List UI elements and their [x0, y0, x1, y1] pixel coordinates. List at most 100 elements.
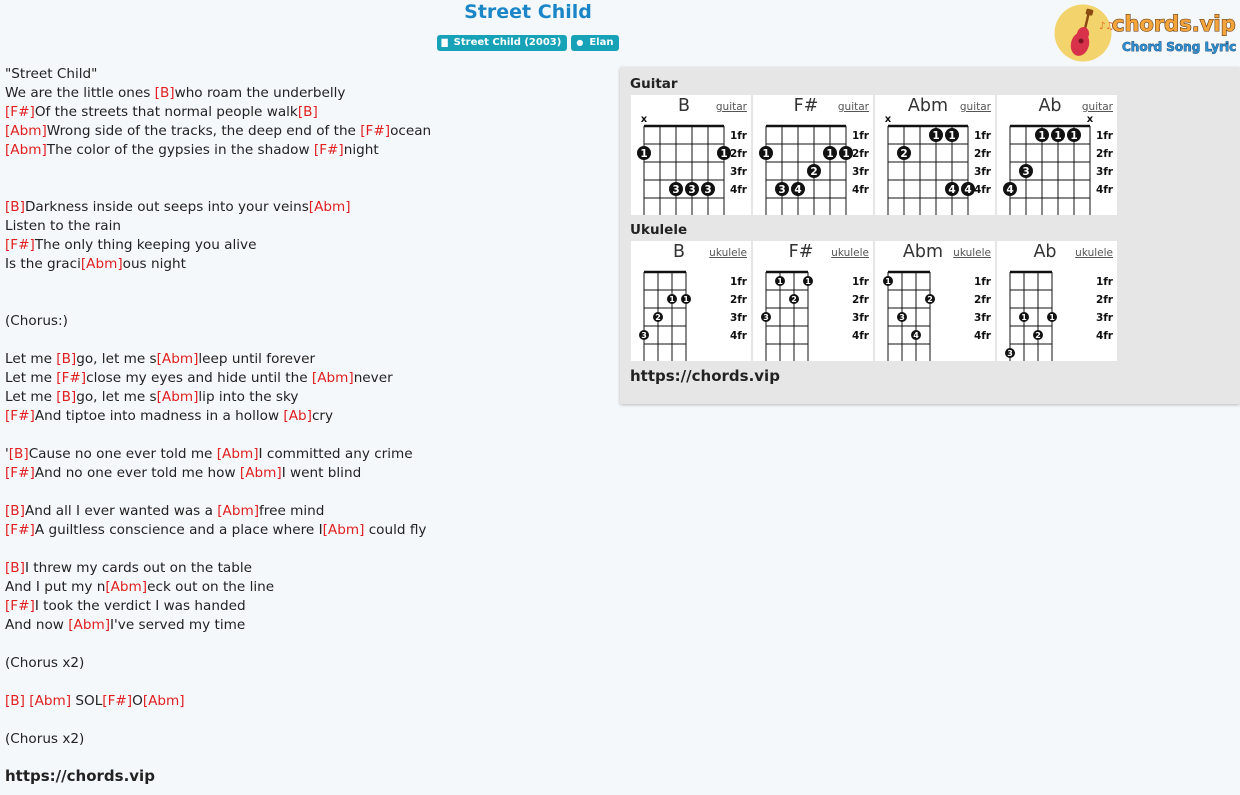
finger-dot: [761, 312, 771, 322]
panel-url[interactable]: https://chords.vip: [630, 367, 780, 385]
footer-url[interactable]: https://chords.vip: [5, 767, 155, 785]
lyric-text: And no one ever told me how: [34, 465, 240, 481]
chord-label[interactable]: [Abm]: [68, 617, 111, 633]
finger-dot: [1033, 330, 1043, 340]
chord-label[interactable]: [Abm]: [239, 465, 282, 481]
fret-label: 4fr: [1096, 184, 1114, 196]
finger-dot: [961, 182, 975, 196]
finger-number: 3: [1007, 349, 1013, 358]
fret-label: 2fr: [852, 148, 870, 160]
lyric-text: go, let me s: [76, 351, 157, 367]
chord-label[interactable]: [F#]: [102, 693, 133, 709]
chord-label[interactable]: [Abm]: [5, 123, 47, 139]
lyric-text: Let me: [5, 351, 57, 367]
finger-number: 1: [640, 148, 647, 160]
instrument-link[interactable]: ukulele: [1075, 247, 1113, 259]
lyric-text: lip into the sky: [198, 389, 299, 405]
chord-label[interactable]: [B]: [8, 446, 29, 462]
instrument-link[interactable]: guitar: [715, 101, 747, 113]
instrument-link[interactable]: ukulele: [831, 247, 869, 259]
chord-label[interactable]: [Abm]: [311, 370, 354, 386]
chord-label[interactable]: [F#]: [5, 598, 35, 614]
lyric-text: (Chorus:): [5, 313, 68, 329]
chord-label[interactable]: [Abm]: [29, 693, 72, 709]
instrument-link[interactable]: ukulele: [953, 247, 991, 259]
finger-dot: [775, 276, 785, 286]
finger-number: 2: [900, 148, 907, 160]
finger-number: 2: [927, 295, 933, 304]
chord-label[interactable]: [F#]: [5, 522, 35, 538]
lyric-line: [B]I threw my cards out on the table: [5, 559, 605, 578]
lyric-line: [B]And all I ever wanted was a [Abm]free…: [5, 502, 605, 521]
chord-label[interactable]: [B]: [154, 85, 175, 101]
instrument-link[interactable]: guitar: [1081, 101, 1113, 113]
fret-label: 4fr: [1096, 330, 1114, 342]
chord-label[interactable]: [Abm]: [216, 446, 259, 462]
lyric-text: The color of the gypsies in the shadow: [46, 142, 314, 158]
fret-label: 1fr: [974, 130, 992, 142]
chord-label[interactable]: [Abm]: [142, 693, 185, 709]
chord-label[interactable]: [B]: [5, 693, 25, 709]
chord-label[interactable]: [F#]: [360, 123, 391, 139]
instrument-link[interactable]: guitar: [837, 101, 869, 113]
finger-number: 4: [913, 331, 919, 340]
lyric-line: [5, 673, 605, 692]
chord-label[interactable]: [Abm]: [308, 199, 351, 215]
chord-label[interactable]: [Abm]: [217, 503, 260, 519]
artist-badge[interactable]: ●Elan: [571, 35, 620, 51]
chord-label[interactable]: [Abm]: [105, 579, 148, 595]
finger-number: 2: [655, 313, 661, 322]
fret-label: 1fr: [730, 276, 748, 288]
finger-number: 1: [762, 148, 769, 160]
muted-string-mark: x: [885, 114, 892, 125]
finger-number: 2: [791, 295, 797, 304]
chord-label[interactable]: [Abm]: [5, 142, 47, 158]
chord-label[interactable]: [F#]: [5, 465, 35, 481]
chord-label[interactable]: [Abm]: [322, 522, 365, 538]
chord-label[interactable]: [Ab]: [283, 408, 312, 424]
instrument-link[interactable]: ukulele: [709, 247, 747, 259]
finger-dot: [1019, 164, 1033, 178]
lyric-text: A guiltless conscience and a place where…: [34, 522, 323, 538]
lyric-text: SOL: [71, 693, 103, 709]
album-badge[interactable]: ▇Street Child (2003): [436, 35, 568, 51]
lyric-line: [B]Darkness inside out seeps into your v…: [5, 198, 605, 217]
chord-label[interactable]: [F#]: [5, 237, 35, 253]
lyric-text: "Street Child": [5, 66, 98, 82]
chord-label[interactable]: [F#]: [5, 104, 35, 120]
fret-label: 4fr: [974, 330, 992, 342]
finger-dot: [775, 182, 789, 196]
lyric-text: We are the little ones: [5, 85, 155, 101]
lyric-text: Of the streets that normal people walk: [34, 104, 298, 120]
chord-label[interactable]: [Abm]: [156, 389, 199, 405]
chord-label[interactable]: [B]: [5, 199, 25, 215]
chord-label[interactable]: [B]: [5, 560, 25, 576]
chord-label[interactable]: [F#]: [56, 370, 87, 386]
chord-label[interactable]: [B]: [5, 503, 25, 519]
lyric-line: Let me [B]go, let me s[Abm]lip into the …: [5, 388, 605, 407]
chord-label[interactable]: [B]: [56, 351, 77, 367]
fret-label: 1fr: [1096, 130, 1114, 142]
finger-dot: [759, 146, 773, 160]
instrument-link[interactable]: guitar: [959, 101, 991, 113]
chord-label[interactable]: [F#]: [5, 408, 35, 424]
finger-number: 1: [1038, 130, 1045, 142]
fret-label: 1fr: [1096, 276, 1114, 288]
chord-label[interactable]: [B]: [56, 389, 77, 405]
finger-dot: [701, 182, 715, 196]
chord-label[interactable]: [F#]: [313, 142, 344, 158]
chord-label[interactable]: [Abm]: [156, 351, 199, 367]
logo-tagline: Chord Song Lyric: [1122, 40, 1236, 54]
site-logo[interactable]: ♪♫ chords.vip Chord Song Lyric: [1054, 4, 1236, 62]
chord-label[interactable]: [B]: [297, 104, 318, 120]
lyric-line: [5, 635, 605, 654]
chord-label[interactable]: [Abm]: [80, 256, 123, 272]
